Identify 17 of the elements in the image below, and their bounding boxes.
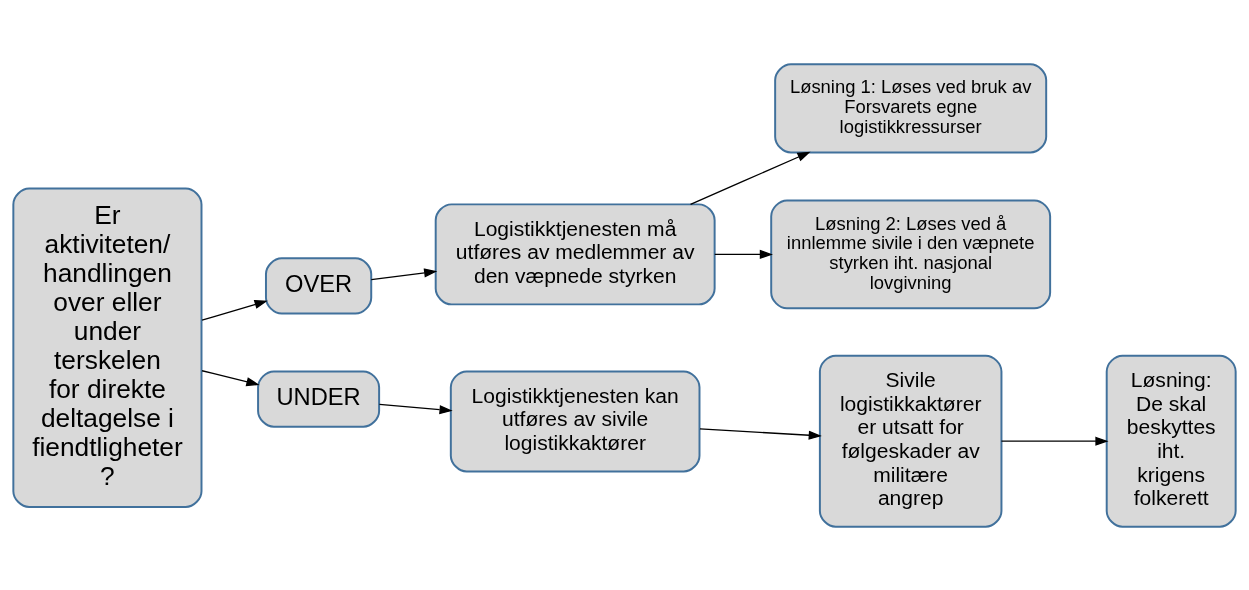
node-box: UNDER <box>257 370 381 428</box>
arrow <box>699 427 822 440</box>
arrow <box>1000 436 1109 446</box>
node-box: Er aktiviteten/ handlingen over eller under terskelen for direkte deltagelse i fiendtligheter ? <box>12 187 203 508</box>
node-box: Logistikktjenesten kan utføres av sivile logistikkaktører <box>449 370 701 472</box>
node-box: Løsning 1: Løses ved bruk av Forsvarets egne logistikkressurser <box>774 62 1048 153</box>
arrow <box>370 267 438 280</box>
node-box: OVER <box>265 256 373 315</box>
arrow <box>201 299 268 321</box>
arrow <box>201 369 260 386</box>
arrow <box>378 403 453 414</box>
node-box: Løsning 2: Løses ved å innlemme sivile i den væpnete styrken iht. nasjonal lovgivning <box>770 198 1052 309</box>
node-box: Løsning: De skal beskyttes iht. krigens folkerett <box>1105 354 1237 528</box>
arrow <box>689 151 811 205</box>
arrow <box>714 249 773 259</box>
node-box: Logistikktjenesten må utføres av medlemmer av den væpnede styrken <box>434 202 716 305</box>
node-box: Sivile logistikkaktører er utsatt for følgeskader av militære angrep <box>818 354 1003 528</box>
